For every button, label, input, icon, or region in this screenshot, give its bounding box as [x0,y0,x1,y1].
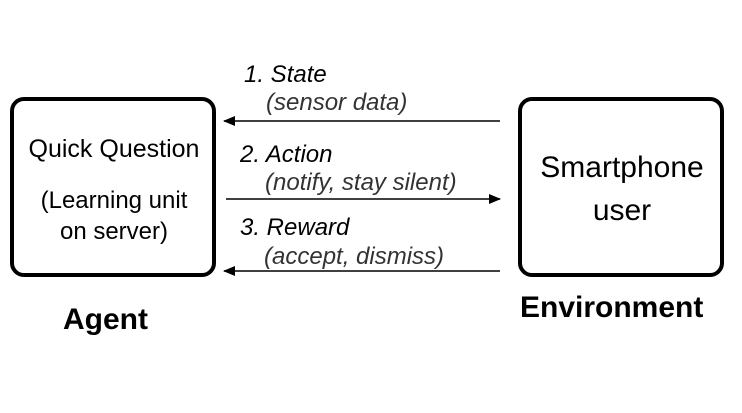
agent-title: Quick Question [28,135,200,163]
environment-title-line1: Smartphone [540,151,704,184]
agent-box: Quick Question (Learning unit on server) [10,97,216,277]
action-step-label: 2. Action [240,141,333,168]
agent-subtitle-line1: (Learning unit [40,187,188,214]
environment-title-line2: user [592,194,652,227]
reward-step-label: 3. Reward [240,214,350,241]
agent-role-label: Agent [63,303,148,336]
state-step-label: 1. State [244,61,327,88]
environment-box: Smartphone user [518,97,724,277]
agent-subtitle-line2: on server) [59,218,169,245]
state-step-detail: (sensor data) [266,89,408,116]
reward-step-detail: (accept, dismiss) [264,243,445,270]
environment-role-label: Environment [520,291,704,324]
action-step-detail: (notify, stay silent) [265,169,457,196]
